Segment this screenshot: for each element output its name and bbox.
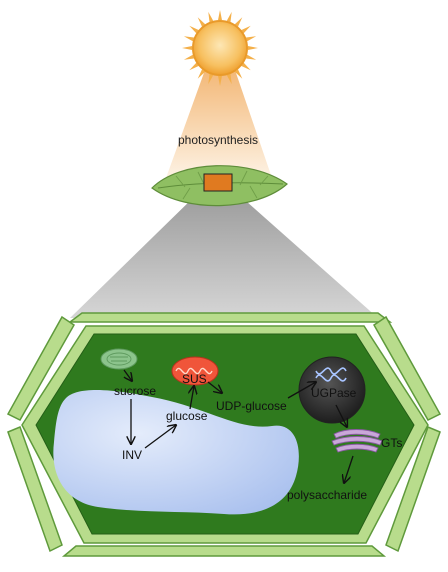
sun-ray: [246, 54, 257, 60]
arrow-inv-to-glucose: [144, 425, 176, 449]
light-beam: [166, 70, 272, 178]
sun-ray: [189, 62, 199, 71]
label-polysaccharide: polysaccharide: [287, 488, 367, 502]
sun-ray: [182, 46, 193, 50]
sun-ray: [208, 11, 214, 22]
sun-ray: [189, 25, 199, 34]
pathway-labels: sucrose SUS INV glucose UDP-glucose UGPa…: [114, 372, 402, 502]
sun-ray: [246, 36, 257, 42]
arrow-gts-to-polysaccharide: [344, 455, 354, 483]
photosynthesis-label: photosynthesis: [178, 133, 258, 147]
sun-ray: [218, 10, 222, 21]
leaf-sample-patch: [203, 173, 233, 192]
sun-ray: [208, 74, 214, 85]
label-gts: GTs: [381, 436, 402, 450]
golgi-icon: [331, 429, 383, 453]
label-ugpase: UGPase: [311, 386, 357, 400]
neighbor-cell-walls: [6, 312, 442, 557]
chloroplast-icon: [100, 348, 138, 370]
label-sucrose: sucrose: [114, 384, 156, 398]
arrow-udp-glucose-to-ugpase: [287, 382, 316, 399]
sun-ray: [197, 17, 206, 27]
sun-icon: [182, 10, 258, 86]
sun-ray: [241, 62, 251, 71]
vacuole: [53, 389, 299, 515]
nucleus-icon: [298, 356, 366, 424]
sun-ray: [218, 75, 222, 86]
mitochondrion-icon: [171, 356, 219, 386]
pathway-arrows: [123, 369, 354, 483]
zoom-funnel: [70, 194, 378, 318]
sun-ray: [197, 69, 206, 79]
arrow-sus-to-udp-glucose: [207, 381, 222, 393]
sun-ray: [234, 69, 243, 79]
label-inv: INV: [122, 448, 142, 462]
label-glucose: glucose: [166, 409, 208, 423]
arrow-ugpase-to-golgi: [335, 404, 347, 427]
arrow-glucose-to-sus: [190, 386, 194, 410]
sun-ray: [183, 36, 194, 42]
sun-ray: [247, 46, 258, 50]
sun-ray: [183, 54, 194, 60]
label-sus: SUS: [182, 372, 207, 386]
sun-ray: [241, 25, 251, 34]
sun-ray: [226, 11, 232, 22]
arrow-chloroplast-to-sucrose: [123, 369, 132, 381]
sun-ray: [226, 74, 232, 85]
sun-ray: [234, 17, 243, 27]
label-udp-glucose: UDP-glucose: [216, 399, 287, 413]
